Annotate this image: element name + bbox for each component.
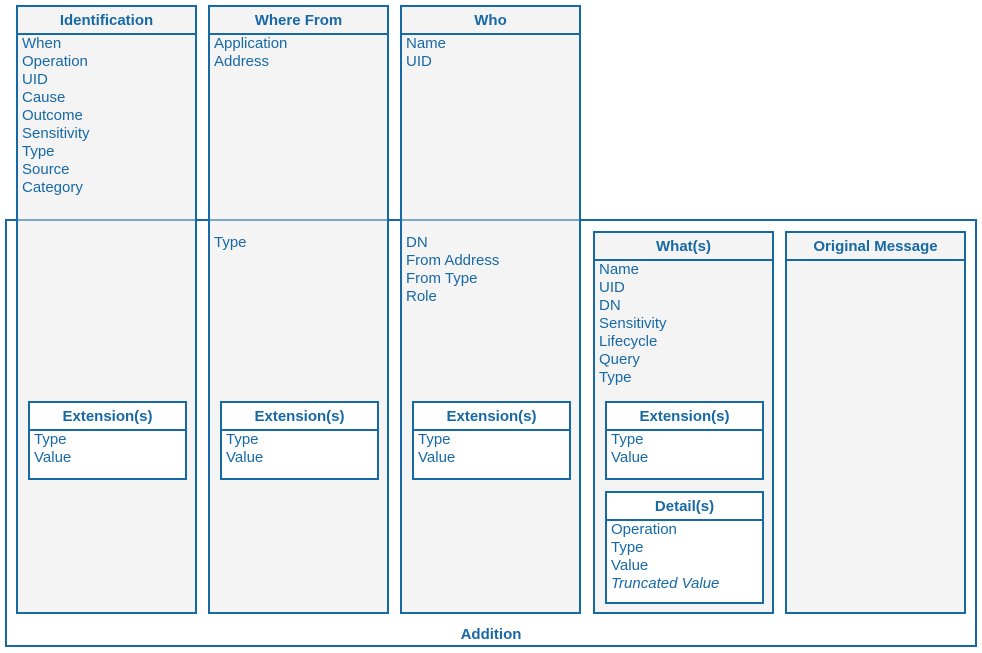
extension-fields: Type Value xyxy=(418,431,455,467)
who-addition-field: DN xyxy=(406,234,428,251)
details-field: Value xyxy=(611,557,649,574)
details-field: Type xyxy=(611,539,644,556)
where-from-fields: Application Address xyxy=(214,35,287,71)
identification-field: Outcome xyxy=(22,107,83,124)
where-from-addition-fields: Type xyxy=(214,234,247,252)
who-addition-fields: DN From Address From Type Role xyxy=(406,234,499,306)
details-field-truncated-value: Truncated Value xyxy=(611,575,720,592)
whats-field: UID xyxy=(599,279,625,296)
extension-field: Type xyxy=(418,431,451,448)
who-addition-field: Role xyxy=(406,288,437,305)
identification-field: Type xyxy=(22,143,55,160)
whats-box: What(s) Name UID DN Sensitivity Lifecycl… xyxy=(593,231,774,614)
whats-field: Query xyxy=(599,351,640,368)
whats-header: What(s) xyxy=(595,233,772,261)
details-header: Detail(s) xyxy=(607,493,762,521)
extension-field: Type xyxy=(226,431,259,448)
identification-box: Identification When Operation UID Cause … xyxy=(16,5,197,614)
details-box: Detail(s) Operation Type Value Truncated… xyxy=(605,491,764,604)
extension-field: Type xyxy=(34,431,67,448)
extension-header: Extension(s) xyxy=(30,403,185,431)
where-from-field: Address xyxy=(214,53,270,70)
addition-title: Addition xyxy=(460,626,522,643)
whats-extension-box: Extension(s) Type Value xyxy=(605,401,764,480)
extension-field: Value xyxy=(611,449,649,466)
identification-field: Operation xyxy=(22,53,88,70)
extension-fields: Type Value xyxy=(34,431,71,467)
who-field: Name xyxy=(406,35,447,52)
extension-field: Value xyxy=(418,449,456,466)
details-fields: Operation Type Value Truncated Value xyxy=(611,521,719,593)
who-header: Who xyxy=(402,7,579,35)
extension-fields: Type Value xyxy=(611,431,648,467)
identification-header: Identification xyxy=(18,7,195,35)
extension-fields: Type Value xyxy=(226,431,263,467)
who-addition-field: From Type xyxy=(406,270,478,287)
where-from-addition-field: Type xyxy=(214,234,247,251)
addition-top-border-overlay xyxy=(5,219,977,221)
details-field: Operation xyxy=(611,521,677,538)
identification-fields: When Operation UID Cause Outcome Sensiti… xyxy=(22,35,90,197)
who-field: UID xyxy=(406,53,432,70)
who-box: Who Name UID DN From Address From Type R… xyxy=(400,5,581,614)
where-from-box: Where From Application Address Type Exte… xyxy=(208,5,389,614)
identification-field: When xyxy=(22,35,62,52)
whats-field: Lifecycle xyxy=(599,333,658,350)
where-from-header: Where From xyxy=(210,7,387,35)
identification-field: Sensitivity xyxy=(22,125,90,142)
extension-header: Extension(s) xyxy=(222,403,377,431)
original-message-header: Original Message xyxy=(787,233,964,261)
whats-fields: Name UID DN Sensitivity Lifecycle Query … xyxy=(599,261,667,387)
whats-field: Name xyxy=(599,261,640,278)
who-addition-field: From Address xyxy=(406,252,500,269)
who-extension-box: Extension(s) Type Value xyxy=(412,401,571,480)
extension-field: Type xyxy=(611,431,644,448)
extension-header: Extension(s) xyxy=(607,403,762,431)
identification-field: UID xyxy=(22,71,48,88)
who-fields: Name UID xyxy=(406,35,446,71)
whats-field: Sensitivity xyxy=(599,315,667,332)
identification-field: Category xyxy=(22,179,83,196)
identification-field: Cause xyxy=(22,89,66,106)
identification-extension-box: Extension(s) Type Value xyxy=(28,401,187,480)
where-from-field: Application xyxy=(214,35,288,52)
whats-field: Type xyxy=(599,369,632,386)
where-from-extension-box: Extension(s) Type Value xyxy=(220,401,379,480)
extension-field: Value xyxy=(34,449,72,466)
extension-field: Value xyxy=(226,449,264,466)
extension-header: Extension(s) xyxy=(414,403,569,431)
identification-field: Source xyxy=(22,161,70,178)
whats-field: DN xyxy=(599,297,621,314)
original-message-box: Original Message xyxy=(785,231,966,614)
